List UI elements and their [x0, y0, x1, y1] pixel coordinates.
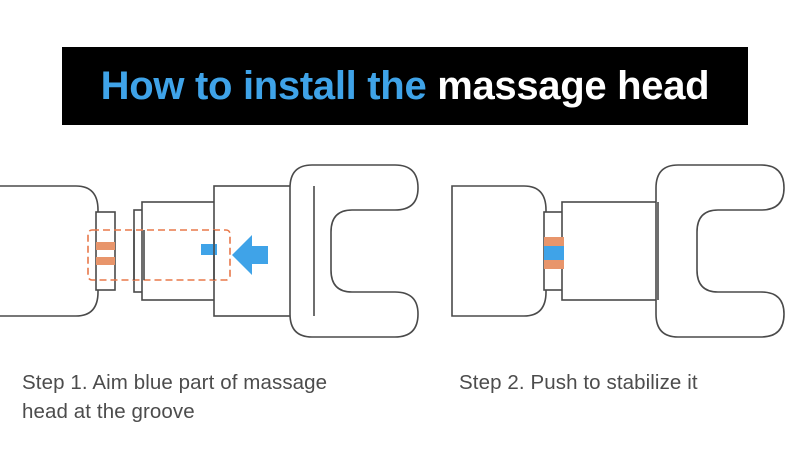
gun-body-2: [451, 185, 547, 317]
page-title: How to install the massage head: [101, 66, 710, 106]
step2-diagram: [451, 164, 785, 338]
gun-body: [0, 185, 99, 317]
page-title-plain: massage head: [437, 64, 710, 108]
massage-head-fork: [289, 164, 419, 338]
joint-band-blue: [544, 246, 564, 260]
alignment-dashed-box: [87, 229, 231, 281]
head-blue-tab-overlay: [201, 244, 217, 255]
shaft-collar: [95, 211, 116, 291]
diagram-stage: [0, 140, 790, 355]
caption-step-2-line-1: Step 2. Push to stabilize it: [459, 371, 698, 394]
caption-step-1: Step 1. Aim blue part of massage head at…: [22, 368, 442, 426]
joint-band-orange-top: [544, 237, 564, 246]
massage-head-fork-2: [655, 164, 785, 338]
fork-barrel-join-mask: [657, 203, 679, 299]
title-banner: How to install the massage head: [62, 47, 748, 125]
step1-diagram: [0, 164, 419, 338]
head-stem-barrel-2: [561, 201, 659, 301]
joint-band-orange-bottom: [544, 260, 564, 269]
caption-step-1-line-2: head at the groove: [22, 400, 195, 424]
groove-band-bottom-overlay: [96, 257, 115, 265]
push-direction-arrow: [232, 235, 268, 275]
installation-diagram: [0, 164, 785, 338]
caption-step-2: Step 2. Push to stabilize it: [459, 368, 779, 397]
groove-band-top-overlay: [96, 242, 115, 250]
page-title-accent: How to install the: [100, 64, 438, 108]
fork-neck-join-mask: [291, 187, 314, 315]
caption-step-1-line-1: Step 1. Aim blue part of massage: [22, 371, 328, 394]
